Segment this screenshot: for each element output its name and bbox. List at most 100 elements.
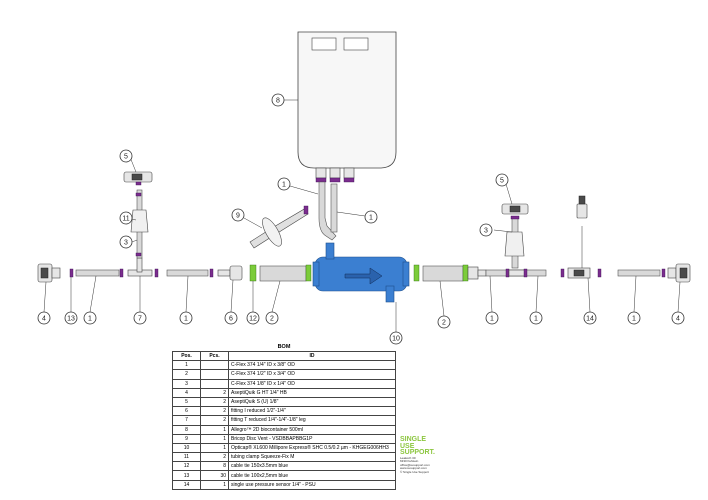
cable-tie: [154, 268, 159, 278]
bom-pcs: 2: [200, 396, 229, 408]
bom-pcs: 1: [200, 479, 229, 490]
disc-vent: [249, 205, 309, 249]
logo-address-4: www.susupport.com: [400, 466, 427, 471]
callout-14: 14: [583, 311, 597, 325]
bom-pcs: 2: [200, 406, 229, 417]
right-connector-4: [667, 263, 691, 283]
biocontainer-bag: [297, 31, 397, 183]
bom-pos: 8: [172, 424, 201, 435]
callout-3-label: 3: [484, 228, 488, 235]
cable-tie: [661, 268, 666, 278]
bom-pcs: 8: [200, 461, 229, 472]
callout-4-left: 4: [37, 311, 51, 325]
callout-1-bag-right: 1: [364, 210, 378, 224]
callout-1-c: 1: [485, 311, 499, 325]
tee-fitting-left: [127, 257, 153, 277]
callout-13: 13: [64, 311, 78, 325]
bom-pcs: 2: [200, 415, 229, 426]
bom-pcs: [200, 360, 229, 371]
callout-11-label: 11: [122, 216, 129, 223]
callout-1-b: 1: [179, 311, 193, 325]
callout-2-label: 2: [442, 320, 446, 327]
bom-pcs: 1: [200, 424, 229, 435]
bom-pos: 4: [172, 387, 201, 398]
bom-pos: 10: [172, 442, 201, 454]
tee-fitting-right: [505, 268, 528, 278]
tube-bag-right: [330, 183, 338, 233]
bom-id: AseptiQuik G HT 1/4" HB: [228, 387, 396, 398]
callout-1-label: 1: [88, 316, 92, 323]
bom-id: cable tie 150x3.5mm blue: [228, 461, 396, 472]
reducer-fitting-left: [217, 265, 243, 281]
branch-left: [123, 171, 153, 259]
callout-1-bag-left: 1: [277, 177, 291, 191]
bom-id: fitting I reduced 1/2"-1/4": [228, 406, 396, 417]
bom-id: single use pressure sensor 1/4" - PSU: [228, 479, 396, 490]
logo-address-3: office@susupport.com: [400, 462, 430, 467]
logo-line-1: SINGLE: [400, 436, 427, 443]
callout-1-label: 1: [184, 316, 188, 323]
bom-pos: 5: [172, 396, 201, 408]
bom-header-row: Pos. Pcs. ID: [172, 350, 396, 362]
callout-1-label: 1: [490, 316, 494, 323]
callout-11: 11: [119, 211, 133, 225]
bom-id: Opticap® XL600 Millipore Express® SHC 0.…: [228, 442, 396, 454]
bom-pos: 9: [172, 433, 201, 444]
logo-address-1: Leakoch 30: [400, 455, 416, 460]
callout-1-label: 1: [534, 316, 538, 323]
logo-address-2: 6330 Kufstein: [400, 459, 419, 464]
callout-10-label: 10: [392, 336, 400, 343]
bom-pcs: 2: [200, 387, 229, 398]
cable-tie-large: [249, 264, 257, 282]
callout-3-label: 3: [124, 240, 128, 247]
bom-pcs: 1: [200, 442, 229, 454]
callout-1-d: 1: [529, 311, 543, 325]
bom-id: tubing clamp Squeeze-Fix M: [228, 452, 396, 463]
callout-1-label: 1: [369, 215, 373, 222]
bom-pos: 2: [172, 369, 201, 380]
bom-pos: 14: [172, 479, 201, 490]
cable-tie-large: [413, 264, 420, 282]
callout-7: 7: [133, 311, 147, 325]
bom-pcs: [200, 369, 229, 380]
cable-tie: [560, 268, 565, 278]
bom-pos: 12: [172, 461, 201, 472]
bom-pos: 6: [172, 406, 201, 417]
cable-tie: [69, 268, 74, 278]
callout-12-label: 12: [249, 316, 257, 323]
callout-9-label: 9: [236, 213, 240, 220]
logo-line-3: SUPPORT.: [400, 449, 436, 456]
bom-id: AseptiQuik S (U) 1/8": [228, 396, 396, 408]
callout-5-label: 5: [124, 154, 128, 161]
cable-tie: [597, 268, 602, 278]
bom-pcs: [200, 378, 229, 389]
bom-id: Bricop Disc Vent - VSDBBAPBBG1P: [228, 433, 396, 444]
bom-header-pos: Pos.: [172, 350, 201, 362]
bom-pos: 13: [172, 470, 201, 481]
bom-title: BOM: [277, 344, 291, 350]
callout-7-label: 7: [138, 316, 142, 323]
callout-1-label: 1: [282, 182, 286, 189]
bom-pos: 3: [172, 378, 201, 389]
tube-left-1: [75, 269, 120, 277]
reducer-fitting-right: [467, 266, 487, 280]
tube-right-2: [617, 269, 661, 277]
bom-header-pcs: Pcs.: [200, 350, 229, 362]
bom-pos: 11: [172, 452, 201, 463]
logo-address-5: © Single Use Support: [400, 469, 429, 474]
bom-pcs: 1: [200, 433, 229, 444]
